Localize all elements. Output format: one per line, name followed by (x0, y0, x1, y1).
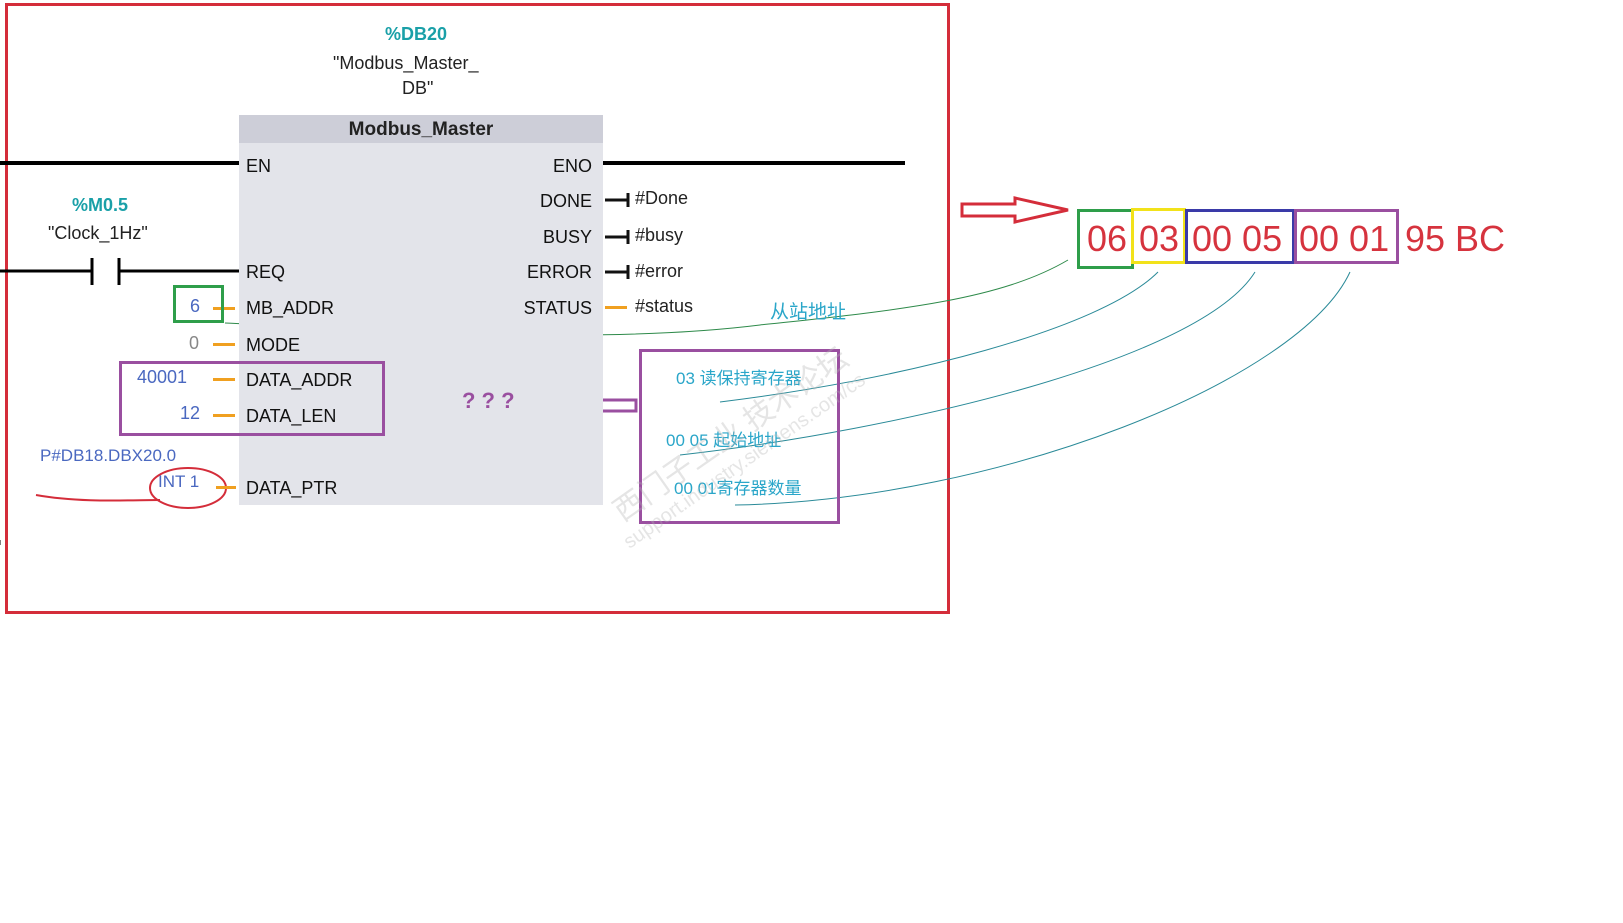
data-addr-value[interactable]: 40001 (137, 367, 188, 387)
pin-mb-addr: MB_ADDR (246, 298, 335, 318)
link-func (719, 271, 1159, 403)
pin-req: REQ (246, 262, 286, 282)
pin-data-addr: DATA_ADDR (246, 370, 353, 390)
pin-eno: ENO (552, 156, 592, 176)
link-start (679, 271, 1256, 456)
mb-addr-value[interactable]: 6 (190, 296, 201, 316)
data-params-highlight (119, 361, 385, 436)
link-count (734, 271, 1351, 506)
hex-slave: 06 (1087, 218, 1128, 259)
pin-busy: BUSY (542, 227, 592, 247)
count-bytes-box (1294, 209, 1399, 264)
error-output[interactable]: #error (635, 261, 684, 281)
data-ptr-type[interactable]: INT 1 (158, 472, 200, 491)
pin-done: DONE (539, 191, 592, 211)
pin-data-ptr: DATA_PTR (246, 478, 338, 498)
data-ptr-value[interactable]: P#DB18.DBX20.0 (40, 446, 177, 465)
contact-name[interactable]: "Clock_1Hz" (48, 223, 148, 243)
modbus-master-block[interactable] (239, 115, 603, 505)
red-underline (35, 494, 161, 502)
highlight-frame (5, 3, 950, 614)
pin-en: EN (246, 156, 272, 176)
done-output[interactable]: #Done (635, 188, 689, 208)
instance-name-line1: "Modbus_Master_ (333, 53, 479, 73)
mb-addr-highlight (173, 285, 224, 323)
hex-start: 00 05 (1192, 218, 1283, 259)
hex-count: 00 01 (1299, 218, 1390, 259)
block-title: Modbus_Master (239, 115, 603, 143)
instance-name-line2: DB" (402, 78, 434, 98)
mode-value[interactable]: 0 (189, 333, 200, 353)
slave-address-label: 从站地址 (770, 302, 847, 323)
hex-crc: 95 BC (1405, 218, 1506, 259)
data-len-value[interactable]: 12 (180, 403, 201, 423)
pin-error: ERROR (526, 262, 592, 282)
pin-data-len: DATA_LEN (246, 406, 337, 426)
pin-mode: MODE (246, 335, 300, 355)
function-code-label: 03 读保持寄存器 (676, 369, 802, 388)
hex-func: 03 (1139, 218, 1180, 259)
red-arrow-icon (960, 196, 1069, 224)
request-explanation-box (639, 349, 840, 524)
func-byte-box (1131, 208, 1186, 264)
question-marks: ? ? ? (462, 388, 515, 413)
status-output[interactable]: #status (635, 296, 694, 316)
pin-status: STATUS (523, 298, 592, 318)
instance-address: %DB20 (385, 24, 448, 44)
start-bytes-box (1185, 209, 1295, 264)
busy-output[interactable]: #busy (635, 225, 684, 245)
contact-address: %M0.5 (72, 195, 129, 215)
start-address-label: 00 05 起始地址 (666, 431, 782, 450)
register-count-label: 00 01寄存器数量 (674, 479, 802, 498)
